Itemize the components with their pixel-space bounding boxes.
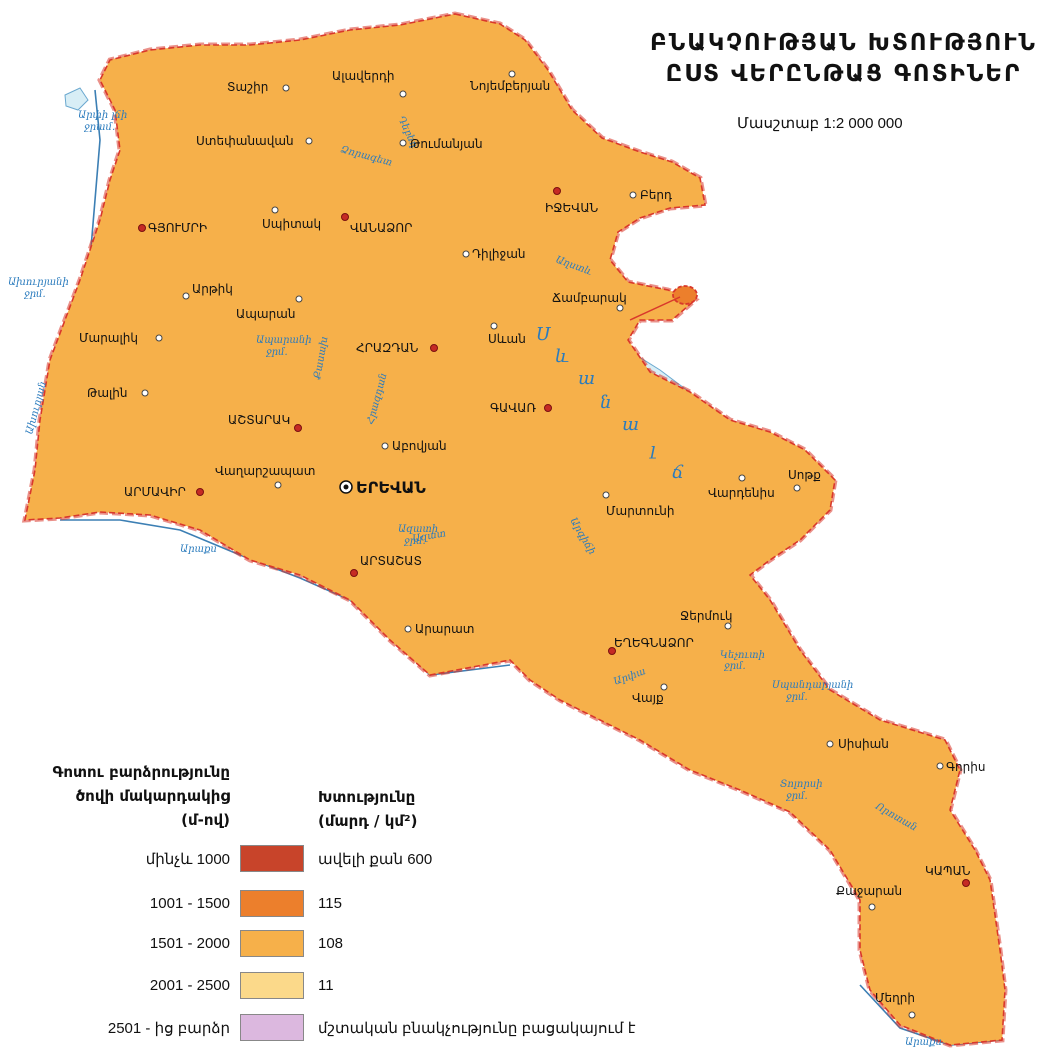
svg-text:Ապարան: Ապարան bbox=[236, 307, 295, 321]
svg-text:ԳԱՎԱՌ: ԳԱՎԱՌ bbox=[490, 401, 536, 415]
svg-text:Վարդենիս: Վարդենիս bbox=[708, 486, 775, 500]
svg-text:Մեղրի: Մեղրի bbox=[875, 991, 915, 1005]
title-line-2: ԸՍՏ ՎԵՐԸՆԹԱՑ ԳՈՏԻՆԵՐ bbox=[665, 61, 1022, 87]
legend-swatch bbox=[240, 845, 304, 872]
city-labels: ԵՐԵՎԱՆ ԳՅՈՒՄՐԻ ՎԱՆԱՁՈՐ ԻՋԵՎԱՆ ՀՐԱԶԴԱՆ ԳԱ… bbox=[79, 69, 985, 1005]
legend-row: 2001 - 2500 11 bbox=[0, 972, 760, 1002]
svg-text:Թալին: Թալին bbox=[87, 386, 127, 400]
svg-text:Ալավերդի: Ալավերդի bbox=[332, 69, 395, 83]
svg-text:լ: լ bbox=[649, 439, 656, 460]
svg-text:Արփի լճի: Արփի լճի bbox=[78, 110, 127, 121]
map-title: ԲՆԱԿՉՈՒԹՅԱՆ ԽՏՈՒԹՅՈՒՆ ԸՍՏ ՎԵՐԸՆԹԱՑ ԳՈՏԻՆ… bbox=[650, 28, 1037, 90]
svg-text:Սպանդարյանի: Սպանդարյանի bbox=[772, 680, 853, 691]
legend-swatch bbox=[240, 1014, 304, 1041]
svg-text:և: և bbox=[555, 346, 569, 367]
svg-text:Ս: Ս bbox=[536, 324, 552, 345]
capital-label: ԵՐԵՎԱՆ bbox=[356, 478, 426, 497]
arpi-lake bbox=[64, 87, 89, 111]
svg-text:ջրմ.: ջրմ. bbox=[404, 536, 426, 547]
svg-text:ն: ն bbox=[600, 392, 611, 413]
legend-row: մինչև 1000 ավելի քան 600 bbox=[0, 845, 760, 875]
legend-swatch bbox=[240, 890, 304, 917]
exclave-pointer bbox=[629, 296, 681, 321]
svg-text:ջրմ.: ջրմ. bbox=[266, 347, 288, 358]
legend-density-header: Խտությունը (մարդ / կմ²) bbox=[318, 788, 418, 830]
legend-swatch bbox=[240, 972, 304, 999]
svg-text:ջրմ.: ջրմ. bbox=[786, 791, 808, 802]
svg-text:Մարալիկ: Մարալիկ bbox=[79, 331, 138, 345]
svg-text:Տաշիր: Տաշիր bbox=[227, 80, 268, 94]
svg-text:Մարտունի: Մարտունի bbox=[606, 504, 675, 518]
svg-text:Վայք: Վայք bbox=[632, 691, 664, 705]
svg-text:ԳՅՈՒՄՐԻ: ԳՅՈՒՄՐԻ bbox=[148, 221, 207, 235]
legend-elevation-header: Գոտու բարձրությունը ծովի մակարդակից (մ-ո… bbox=[52, 763, 230, 829]
svg-text:Արթիկ: Արթիկ bbox=[192, 282, 233, 296]
regional-centre-markers bbox=[138, 187, 970, 887]
svg-text:Արաքս: Արաքս bbox=[180, 544, 217, 555]
svg-text:Ստեփանավան: Ստեփանավան bbox=[196, 134, 294, 148]
svg-text:ԿԱՊԱՆ: ԿԱՊԱՆ bbox=[925, 864, 971, 878]
legend-row: 1001 - 1500 115 bbox=[0, 890, 760, 920]
legend-row: 2501 - ից բարձր մշտական բնակչությունը բա… bbox=[0, 1014, 760, 1044]
svg-text:Կեչուտի: Կեչուտի bbox=[720, 650, 765, 661]
town-markers bbox=[141, 70, 944, 1019]
svg-text:ա: ա bbox=[578, 368, 595, 389]
svg-text:ջրմ.: ջրմ. bbox=[24, 289, 46, 300]
svg-text:Սևան: Սևան bbox=[488, 332, 526, 346]
legend-row: 1501 - 2000 108 bbox=[0, 930, 760, 960]
svg-text:Գորիս: Գորիս bbox=[946, 760, 985, 774]
map-scale: Մասշտաբ 1:2 000 000 bbox=[737, 115, 903, 132]
svg-text:Սիսիան: Սիսիան bbox=[838, 737, 889, 751]
svg-text:Սպիտակ: Սպիտակ bbox=[262, 217, 321, 231]
svg-text:ԱՇՏԱՐԱԿ: ԱՇՏԱՐԱԿ bbox=[228, 413, 290, 427]
svg-text:Ախուրյանի: Ախուրյանի bbox=[8, 277, 69, 288]
svg-text:ա: ա bbox=[622, 414, 639, 435]
lake-sevan-label: Ս և ա ն ա լ ճ bbox=[536, 324, 684, 483]
svg-text:Նոյեմբերյան: Նոյեմբերյան bbox=[470, 79, 550, 93]
svg-text:Ճամբարակ: Ճամբարակ bbox=[552, 291, 627, 305]
svg-text:Սոթք: Սոթք bbox=[788, 468, 821, 482]
svg-text:Վաղարշապատ: Վաղարշապատ bbox=[215, 464, 315, 478]
svg-text:Ջերմուկ: Ջերմուկ bbox=[680, 609, 732, 623]
svg-text:ԱՐՄԱՎԻՐ: ԱՐՄԱՎԻՐ bbox=[124, 485, 186, 499]
svg-text:Ազատի: Ազատի bbox=[398, 524, 438, 535]
svg-text:Թումանյան: Թումանյան bbox=[410, 137, 483, 151]
svg-text:ԵՂԵԳՆԱՁՈՐ: ԵՂԵԳՆԱՁՈՐ bbox=[614, 636, 694, 650]
capital-marker bbox=[339, 480, 353, 494]
svg-text:ջրմ.: ջրմ. bbox=[786, 692, 808, 703]
legend-swatch bbox=[240, 930, 304, 957]
svg-text:Արարատ: Արարատ bbox=[415, 622, 474, 636]
svg-text:ՎԱՆԱՁՈՐ: ՎԱՆԱՁՈՐ bbox=[350, 221, 412, 235]
title-line-1: ԲՆԱԿՉՈՒԹՅԱՆ ԽՏՈՒԹՅՈՒՆ bbox=[650, 30, 1037, 56]
svg-text:ճ: ճ bbox=[672, 462, 684, 483]
svg-text:Դիլիջան: Դիլիջան bbox=[472, 247, 526, 261]
svg-text:ջրմ.: ջրմ. bbox=[724, 661, 746, 672]
svg-text:ՀՐԱԶԴԱՆ: ՀՐԱԶԴԱՆ bbox=[356, 341, 419, 355]
svg-text:ջրամ.: ջրամ. bbox=[84, 122, 115, 133]
svg-text:Արաքս: Արաքս bbox=[905, 1037, 942, 1048]
svg-text:Քաջարան: Քաջարան bbox=[836, 884, 902, 898]
svg-text:ԻՋԵՎԱՆ: ԻՋԵՎԱՆ bbox=[545, 201, 599, 215]
svg-text:Բերդ: Բերդ bbox=[640, 188, 672, 202]
svg-text:Տոլորսի: Տոլորսի bbox=[780, 779, 823, 790]
exclave bbox=[672, 285, 698, 305]
svg-text:Աբովյան: Աբովյան bbox=[392, 439, 447, 453]
svg-text:Ապարանի: Ապարանի bbox=[256, 335, 312, 346]
svg-text:ԱՐՏԱՇԱՏ: ԱՐՏԱՇԱՏ bbox=[360, 554, 422, 568]
